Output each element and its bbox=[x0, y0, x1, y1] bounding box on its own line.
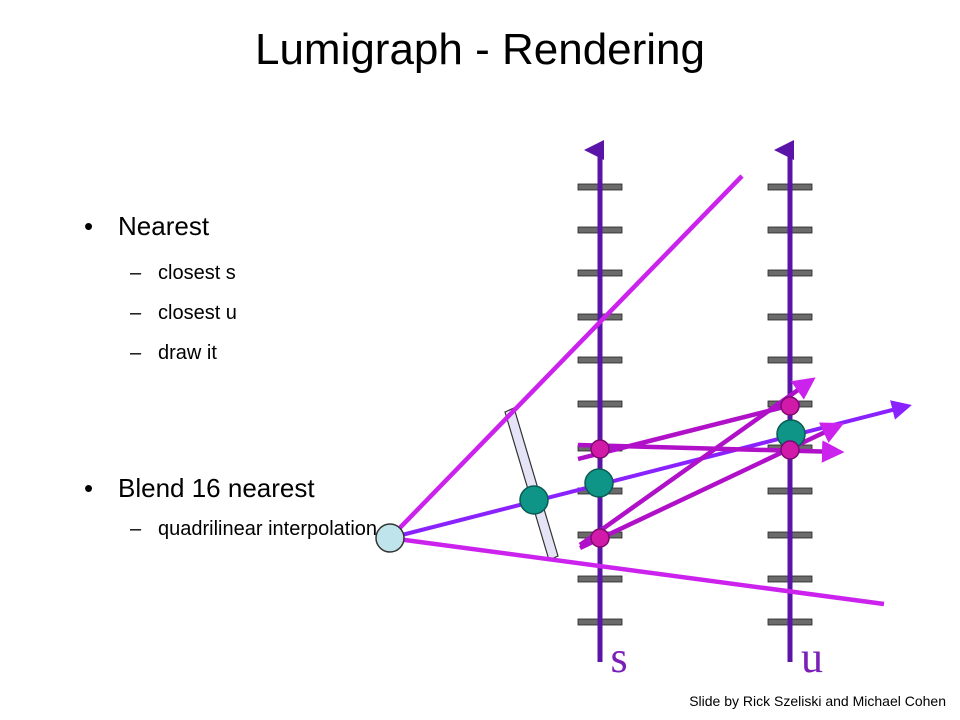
sample-point-s bbox=[590, 528, 610, 548]
bullet-glyph: • bbox=[84, 473, 94, 503]
u-axis-label: u bbox=[801, 633, 823, 682]
image-plane bbox=[504, 407, 559, 561]
s-axis-label: s bbox=[610, 633, 627, 682]
sub-bullet-glyph: – bbox=[130, 262, 142, 284]
slide-credit: Slide by Rick Szeliski and Michael Cohen bbox=[689, 693, 946, 709]
sample-point-u bbox=[780, 440, 800, 460]
bullet-text: Blend 16 nearest bbox=[118, 473, 315, 503]
sub-bullet-text: draw it bbox=[158, 342, 217, 364]
sub-bullet-glyph: – bbox=[130, 302, 142, 324]
sub-bullet-text: quadrilinear interpolation bbox=[158, 518, 378, 540]
sub-bullet-glyph: – bbox=[130, 518, 142, 540]
frustum-lower-edge bbox=[389, 535, 885, 607]
eye-point bbox=[375, 523, 405, 553]
bullet-glyph: • bbox=[84, 211, 94, 241]
slide-title: Lumigraph - Rendering bbox=[254, 25, 706, 74]
sample-ray bbox=[577, 400, 801, 462]
s-intersection bbox=[584, 468, 614, 498]
film-intersection bbox=[519, 485, 549, 515]
sample-point-u bbox=[780, 396, 800, 416]
sample-point-s bbox=[590, 439, 610, 459]
pixel-ray bbox=[389, 400, 912, 540]
frustum-upper-edge bbox=[388, 174, 744, 540]
sub-bullet-text: closest s bbox=[158, 262, 236, 284]
sub-bullet-text: closest u bbox=[158, 302, 237, 324]
bullet-text: Nearest bbox=[118, 211, 210, 241]
sub-bullet-glyph: – bbox=[130, 342, 142, 364]
